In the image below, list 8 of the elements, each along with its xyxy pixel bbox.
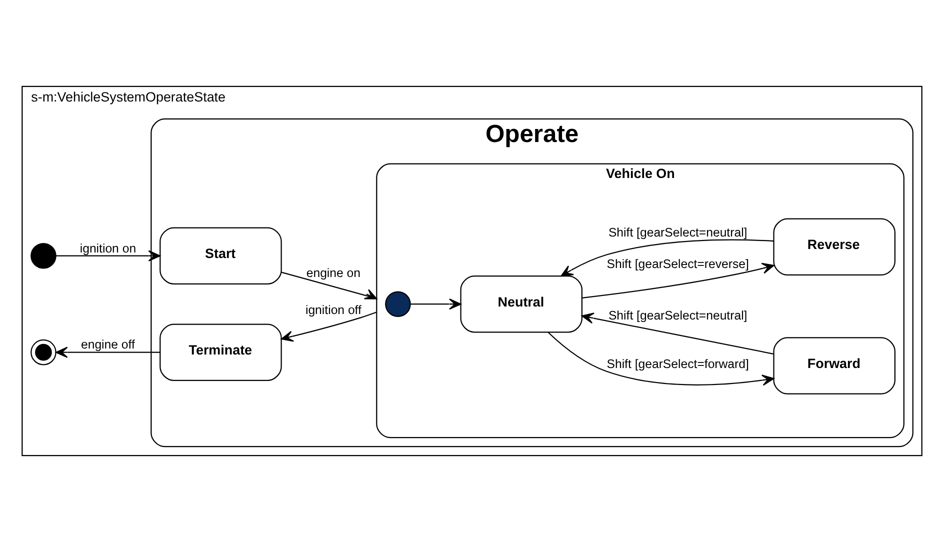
edge-label: Shift [gearSelect=reverse] bbox=[606, 256, 749, 270]
edge-label: ignition off bbox=[305, 302, 362, 316]
edge-label: engine on bbox=[306, 265, 361, 280]
edge-label: Shift [gearSelect=neutral] bbox=[608, 225, 748, 240]
edge-label: Shift [gearSelect=forward] bbox=[606, 356, 749, 370]
edge-label: Shift [gearSelect=neutral] bbox=[608, 308, 748, 322]
edge-label: ignition on bbox=[80, 240, 136, 255]
edge-label: engine off bbox=[81, 337, 135, 352]
